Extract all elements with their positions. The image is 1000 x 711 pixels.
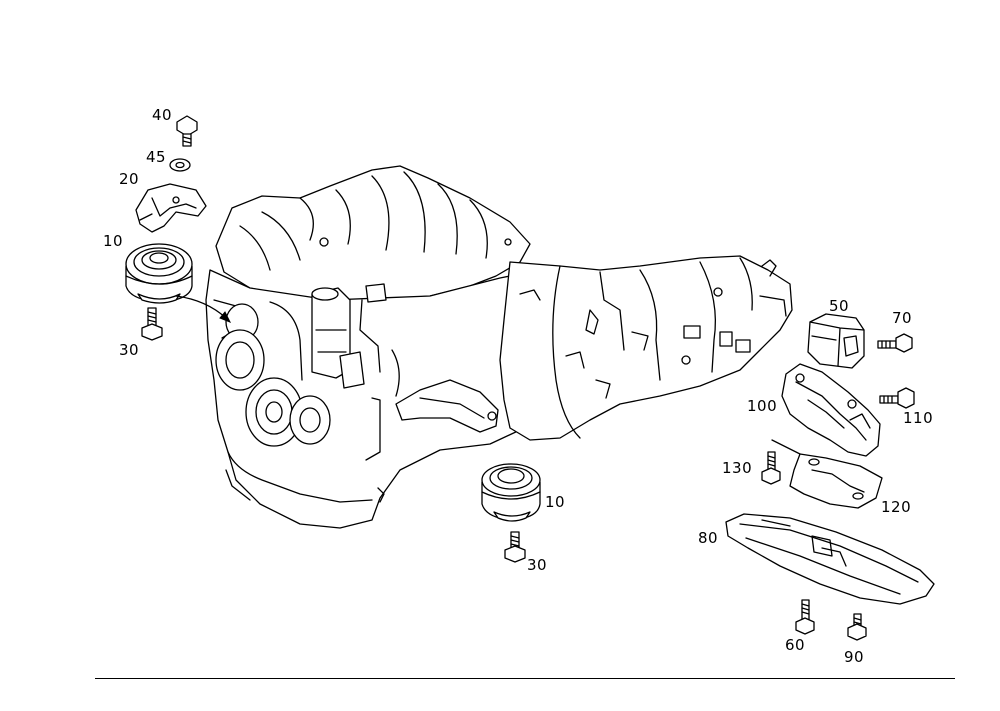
transmission <box>499 255 793 441</box>
label-30-center: 30 <box>527 556 548 574</box>
plate-120 <box>771 439 883 509</box>
cross-member-80 <box>725 513 935 605</box>
bolt-30-center <box>504 531 526 563</box>
pointer-arrowhead <box>219 311 232 323</box>
bolt-110 <box>879 387 915 409</box>
label-45: 45 <box>146 148 167 166</box>
engine-mount-10-left <box>125 243 193 304</box>
label-80: 80 <box>698 529 719 547</box>
label-90: 90 <box>844 648 865 666</box>
label-130: 130 <box>722 459 753 477</box>
label-60: 60 <box>785 636 806 654</box>
label-20: 20 <box>119 170 140 188</box>
label-100: 100 <box>747 397 778 415</box>
label-110: 110 <box>903 409 934 427</box>
label-40: 40 <box>152 106 173 124</box>
bolt-30-left <box>141 307 163 341</box>
label-10-center: 10 <box>545 493 566 511</box>
bolt-60 <box>795 599 815 635</box>
label-10-left: 10 <box>103 232 124 250</box>
bolt-130 <box>761 451 781 485</box>
engine-mount-10-center <box>481 463 541 522</box>
support-bracket-100 <box>781 363 881 457</box>
label-120: 120 <box>881 498 912 516</box>
washer-45 <box>169 158 191 172</box>
bolt-70 <box>877 333 913 353</box>
engine-block <box>205 165 561 529</box>
label-70: 70 <box>892 309 913 327</box>
bottom-divider <box>95 678 955 679</box>
bolt-90 <box>847 613 867 641</box>
bolt-40 <box>176 115 198 147</box>
bracket-20 <box>135 183 207 233</box>
transmission-mount-50 <box>807 313 865 369</box>
label-30-left: 30 <box>119 341 140 359</box>
label-50: 50 <box>829 297 850 315</box>
